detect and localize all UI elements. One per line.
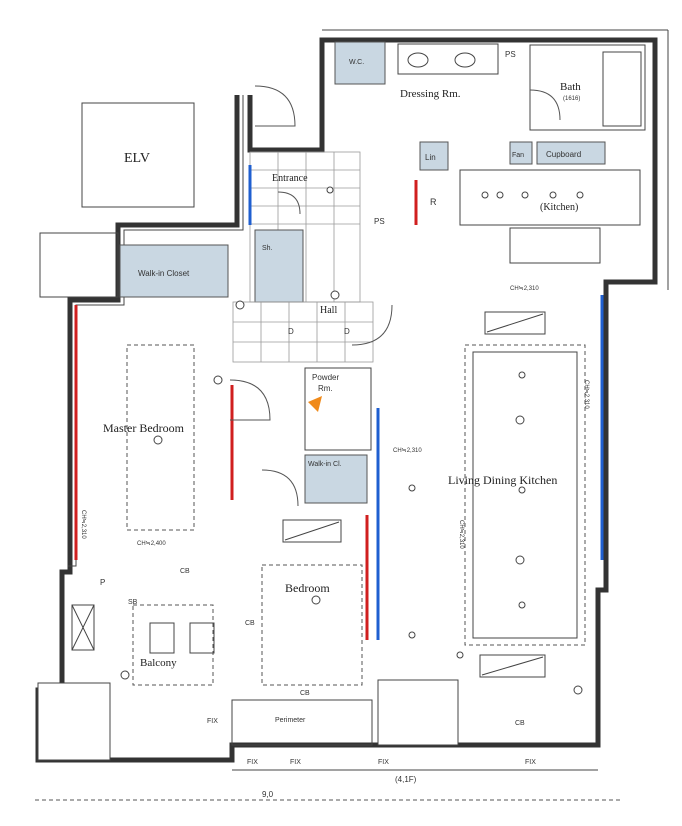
ldk-ac-top — [484, 311, 546, 335]
wc-room — [334, 41, 386, 85]
ldk-ceiling-inner — [472, 351, 578, 639]
fix-label-3: FIX — [290, 759, 301, 766]
fix-label-1: FIX — [207, 718, 218, 725]
sb-label: SB — [128, 599, 138, 606]
d-label-2: D — [344, 327, 350, 336]
kitchen-island — [509, 227, 601, 264]
hall-tiles — [232, 301, 374, 363]
fix-label-2: FIX — [247, 759, 258, 766]
linen-cabinet — [419, 141, 449, 171]
balcony-unit-1 — [71, 604, 95, 651]
light-fixtures — [120, 186, 584, 695]
ch-bed-label: CH≒2,310 — [393, 448, 422, 454]
master-bedroom-label: Master Bedroom — [103, 421, 185, 435]
entrance-label: Entrance — [272, 173, 308, 184]
elevator-box — [81, 102, 195, 208]
r-label: R — [430, 197, 437, 207]
p-label: P — [100, 578, 105, 587]
perimeter-strip — [231, 699, 373, 746]
lin-label: Lin — [425, 153, 436, 162]
balcony-unit-1-x2 — [71, 604, 95, 651]
ch-ldk-label: CH≒2,310 — [583, 380, 589, 409]
balcony-dash — [132, 604, 214, 686]
cupboard-label: Cupboard — [546, 150, 581, 159]
ldk-ac-bottom-diag — [481, 656, 544, 676]
door-swing-3 — [351, 304, 393, 346]
balcony-label: Balcony — [140, 657, 177, 669]
fix-label-4: FIX — [378, 759, 389, 766]
sink-right — [454, 52, 476, 68]
outer-wall — [35, 37, 658, 763]
door-swing-2 — [277, 191, 301, 215]
cb-label-1: CB — [180, 568, 190, 575]
sh-label: Sh. — [262, 245, 273, 252]
left-box — [39, 232, 119, 298]
door-swing-1 — [254, 85, 296, 127]
cb-label-2: CB — [245, 620, 255, 627]
powder-room — [304, 367, 372, 451]
ldk-ac-bottom — [479, 654, 546, 678]
balcony-ac-1 — [149, 622, 175, 654]
fix-label-5: FIX — [525, 759, 536, 766]
walkin-closet-2 — [304, 454, 368, 504]
door-swing-6 — [529, 89, 561, 121]
kitchen-counter — [459, 169, 641, 226]
bath-label: Bath — [560, 81, 581, 93]
balcony-ac-2 — [189, 622, 215, 654]
ch-master-label: CH≒2,310 — [80, 510, 86, 539]
ch-ldk2-label: CH≒2,310 — [458, 520, 464, 549]
ps-label-1: PS — [505, 50, 516, 59]
dressing-label: Dressing Rm. — [400, 88, 461, 100]
fan-label: Fan — [512, 152, 524, 159]
d-label-1: D — [288, 327, 294, 336]
walkin-2-label: Walk-in Cl. — [308, 461, 342, 468]
ldk-label: Living Dining Kitchen — [448, 473, 557, 487]
entry-marker — [308, 396, 322, 412]
wc-label: W.C. — [349, 59, 364, 66]
dim-bottom-label: (4,1F) — [395, 775, 417, 784]
ch-master2-label: CH≒2,400 — [137, 541, 166, 547]
sink-left — [407, 52, 429, 68]
ps-label-2: PS — [374, 217, 385, 226]
door-swing-5 — [261, 469, 299, 507]
dim-total-label: 9,0 — [262, 790, 274, 799]
powder-label-1: Powder — [312, 373, 339, 382]
elv-label: ELV — [124, 151, 150, 166]
ldk-ac-top-diag — [486, 313, 544, 333]
walkin-1-label: Walk-in Closet — [138, 269, 190, 278]
walkin-closet-1 — [119, 244, 229, 298]
bedroom-label: Bedroom — [285, 581, 330, 595]
bath-room — [529, 44, 646, 131]
bedroom-ac — [282, 519, 342, 543]
outer-wall-inner — [68, 95, 244, 567]
bathtub — [602, 51, 642, 127]
bedroom-ac-diag — [284, 521, 340, 541]
sink-counter — [397, 43, 499, 75]
bath-size-label: (1616) — [563, 96, 580, 102]
ch-kit-label: CH≒2,310 — [510, 286, 539, 292]
bottom-window-box — [377, 679, 459, 746]
cb-label-4: CB — [515, 720, 525, 727]
fan-cabinet — [509, 141, 533, 165]
perimeter-label: Perimeter — [275, 717, 306, 724]
cb-label-3: CB — [300, 690, 310, 697]
balcony-box — [37, 682, 111, 761]
bedroom-ceiling-dash — [261, 564, 363, 686]
shoe-storage — [254, 229, 304, 303]
ldk-ceiling-outer — [464, 344, 586, 646]
cupboard — [536, 141, 606, 165]
powder-label-2: Rm. — [318, 384, 333, 393]
door-swing-4 — [229, 379, 271, 421]
kitchen-label: (Kitchen) — [540, 202, 578, 213]
hall-label: Hall — [320, 305, 337, 316]
